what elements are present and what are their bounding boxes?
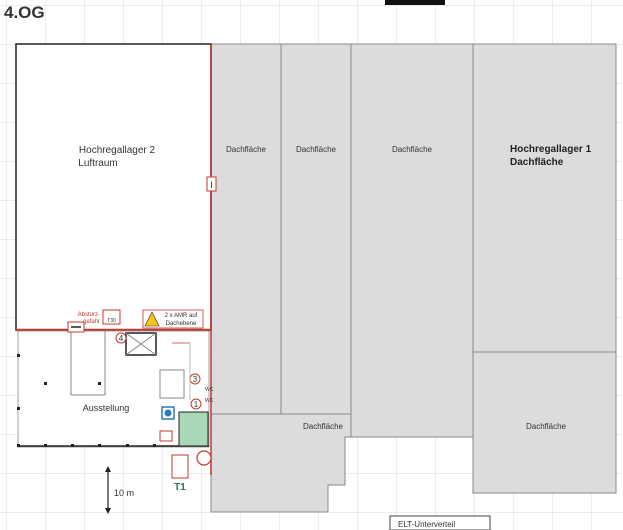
hrl2-airspace <box>15 43 212 331</box>
roof-label: Dachfläche <box>226 145 267 154</box>
wc-label: WC <box>205 398 214 404</box>
roof-lower <box>210 413 352 513</box>
svg-text:4: 4 <box>119 334 124 343</box>
hrl1-roof <box>472 43 617 353</box>
legend-text: ELT-Unterverteil <box>398 520 455 529</box>
marker-1: 1 <box>190 398 202 410</box>
stair-symbol <box>171 454 189 479</box>
marker-4: 4 <box>115 332 127 344</box>
door-icon <box>159 430 173 442</box>
marker-3: 3 <box>189 373 201 385</box>
hrl1-label: Hochregallager 1 <box>510 144 592 155</box>
wc-label: WC <box>205 387 214 393</box>
roof-label: Dachfläche <box>303 422 344 431</box>
hrl2-label: Hochregallager 2 <box>79 145 156 156</box>
stair-label: T1 <box>174 482 186 493</box>
fall-hazard-label: gefahr <box>83 319 100 325</box>
hrl1-label: Dachfläche <box>510 157 564 168</box>
warning-icon <box>144 311 160 327</box>
roof-label: Dachfläche <box>392 145 433 154</box>
section-marker <box>206 176 217 192</box>
roof-block-1 <box>210 43 282 415</box>
floor-label: 4.OG <box>4 3 45 22</box>
exhibition-label: Ausstellung <box>83 403 130 413</box>
door-rating: T30 <box>107 318 116 324</box>
hydrant-icon <box>196 450 212 466</box>
amr-label: Dachebene <box>166 321 197 327</box>
title-bar <box>385 0 445 5</box>
fall-hazard-icon <box>102 309 121 325</box>
roof-block-3 <box>350 43 474 438</box>
staircase <box>178 411 209 447</box>
section-marker-label: I <box>210 180 213 190</box>
hrl2-label: Luftraum <box>78 158 117 169</box>
roof-right-lower <box>472 351 617 494</box>
roof-label: Dachfläche <box>296 145 337 154</box>
fall-hazard-label: Absturz- <box>78 312 100 318</box>
roof-block-2 <box>280 43 352 415</box>
svg-text:1: 1 <box>194 400 199 409</box>
pillars <box>17 354 156 447</box>
amr-label: 2 x AMR auf <box>165 313 198 319</box>
roof-label: Dachfläche <box>526 422 567 431</box>
scale-label: 10 m <box>114 488 134 498</box>
svg-text:3: 3 <box>193 375 198 384</box>
legend-box <box>389 515 491 530</box>
